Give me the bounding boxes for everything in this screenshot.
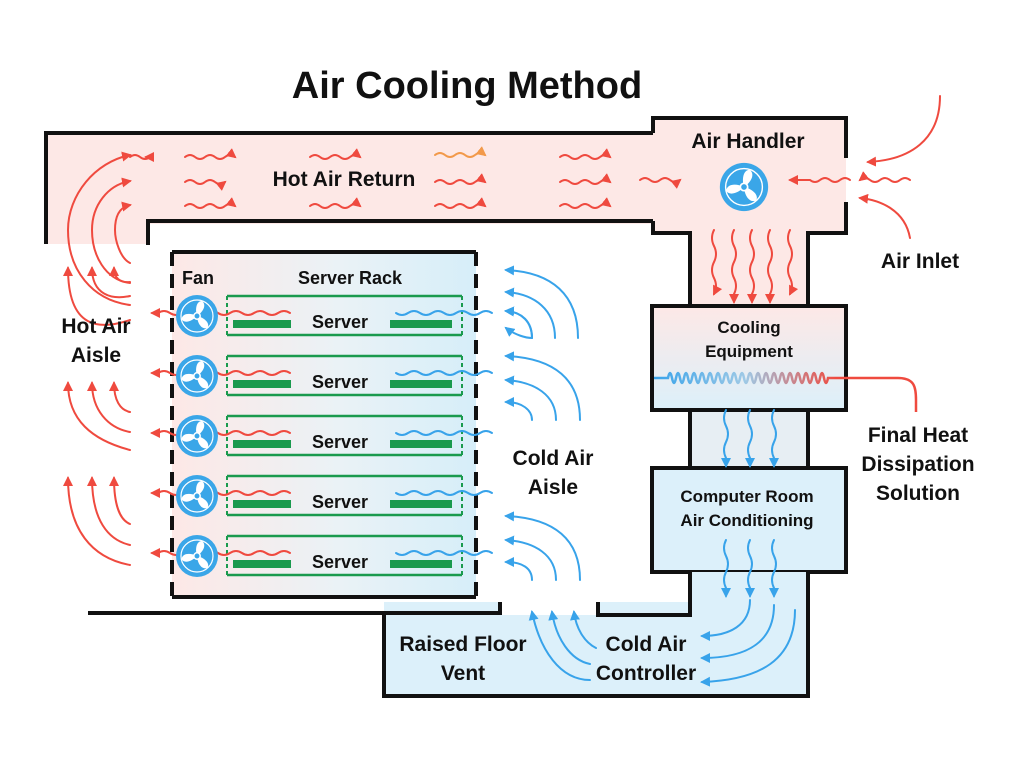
cooling-equipment-label-line1: Cooling [717,318,780,337]
raised-floor-plenum [88,572,810,698]
server-unit [226,354,463,397]
final-heat-label-line2: Dissipation [861,453,974,476]
air-handler-fan-icon [718,161,770,213]
fan-label: Fan [182,268,214,288]
crac-down-flow [721,539,779,598]
hot-air-return-duct [44,131,653,245]
fan-icon [175,414,219,458]
page-title: Air Cooling Method [292,65,642,107]
server-label: Server [312,312,368,332]
fan-icon [175,294,219,338]
raised-floor-vent-flow [528,610,597,681]
cold-air-aisle-label-line2: Aisle [528,476,578,499]
floor-flow [700,599,796,687]
server-label: Server [312,552,368,572]
server-unit [226,414,463,457]
crac-label-line1: Computer Room [680,487,813,506]
server-label: Server [312,492,368,512]
hot-air-aisle-label-line2: Aisle [71,344,121,367]
air-handler-down-flow [711,229,799,304]
fan-icon [175,474,219,518]
fan-icon [175,534,219,578]
final-heat-label-line1: Final Heat [868,424,968,447]
raised-floor-label-line1: Raised Floor [399,633,526,656]
cooling-equipment-box [650,304,848,412]
air-inlet-label: Air Inlet [881,250,959,273]
cooling-coil [654,371,918,412]
cold-air-controller-label-line1: Cold Air [606,633,687,656]
server-label: Server [312,372,368,392]
hot-air-return-label: Hot Air Return [273,168,416,191]
server-rack [170,250,478,599]
final-heat-label-line3: Solution [876,482,960,505]
hot-air-aisle-label-line1: Hot Air [61,315,130,338]
server-rack-label: Server Rack [298,268,403,288]
cold-air-aisle-flow [504,265,581,581]
server-units [226,294,463,577]
fan-icon [175,354,219,398]
raised-floor-label-line2: Vent [441,662,485,685]
cold-air-aisle-label-line1: Cold Air [513,447,594,470]
hot-air-aisle-flow [63,151,132,566]
crac-label-line2: Air Conditioning [680,511,813,530]
cold-air-controller-label-line2: Controller [596,662,696,685]
air-inlet-flow [788,95,941,239]
air-handler-label: Air Handler [691,130,804,153]
cooling-equipment-label-line2: Equipment [705,342,793,361]
server-label: Server [312,432,368,452]
server-unit [226,474,463,517]
server-unit [226,294,463,337]
hot-air-return-flow [129,146,682,209]
cooling-down-flow [721,409,779,468]
server-unit [226,534,463,577]
